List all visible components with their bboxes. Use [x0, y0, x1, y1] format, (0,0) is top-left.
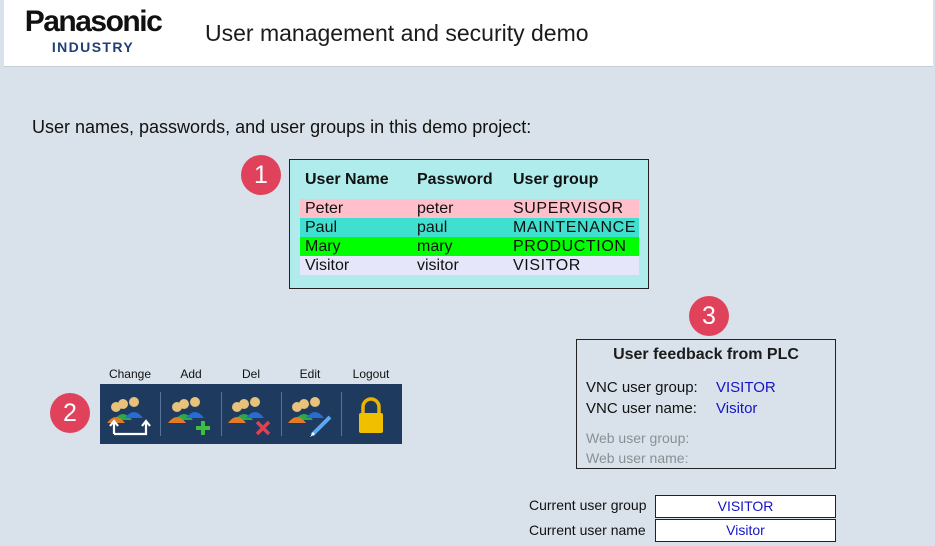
table-row: Mary mary PRODUCTION [300, 237, 639, 256]
logout-label: Logout [352, 367, 390, 381]
toolbar-separator [281, 392, 282, 436]
table-header: User Name Password User group [290, 170, 648, 190]
web-user-group-row: Web user group: [586, 430, 689, 447]
user-toolbar [100, 384, 402, 444]
cell-password: visitor [417, 257, 459, 274]
cell-user-name: Peter [305, 200, 344, 217]
cell-user-name: Paul [305, 219, 338, 236]
users-table: User Name Password User group Peter pete… [289, 159, 649, 289]
toolbar-separator [341, 392, 342, 436]
change-user-button[interactable] [101, 388, 159, 440]
delete-user-icon [228, 397, 271, 436]
current-user-group-field: VISITOR [655, 495, 836, 518]
toolbar-labels: Change Add Del Edit Logout [100, 367, 402, 383]
cell-user-group: PRODUCTION [513, 238, 627, 255]
plc-feedback-panel: User feedback from PLC VNC user group: V… [576, 339, 836, 469]
badge-3: 3 [689, 296, 729, 336]
badge-2: 2 [50, 393, 90, 433]
panasonic-logo: Panasonic INDUSTRY [13, 5, 173, 56]
logo-sub: INDUSTRY [51, 39, 135, 55]
vnc-user-name-row: VNC user name: Visitor [586, 400, 757, 417]
header-bar: Panasonic INDUSTRY User management and s… [4, 0, 933, 67]
badge-1: 1 [241, 155, 281, 195]
intro-text: User names, passwords, and user groups i… [32, 117, 532, 137]
add-user-button[interactable] [162, 388, 220, 440]
cell-user-group: MAINTENANCE [513, 219, 637, 236]
column-header-user-name: User Name [305, 171, 389, 188]
vnc-user-group-row: VNC user group: VISITOR [586, 379, 776, 396]
table-row: Peter peter SUPERVISOR [300, 199, 639, 218]
delete-user-button[interactable] [222, 388, 280, 440]
add-user-icon [168, 397, 210, 435]
vnc-user-name-label: VNC user name: [586, 400, 697, 417]
page-title: User management and security demo [205, 20, 589, 46]
add-label: Add [180, 367, 202, 381]
cell-password: peter [417, 200, 454, 217]
vnc-user-group-value: VISITOR [716, 379, 776, 396]
web-user-name-row: Web user name: [586, 450, 688, 467]
vnc-user-group-label: VNC user group: [586, 379, 698, 396]
logo-brand: Panasonic [24, 5, 163, 38]
column-header-user-group: User group [513, 171, 599, 188]
cell-user-name: Mary [305, 238, 341, 255]
table-row: Paul paul MAINTENANCE [300, 218, 639, 237]
column-header-password: Password [417, 171, 493, 188]
cell-password: mary [417, 238, 453, 255]
edit-label: Edit [299, 367, 321, 381]
table-row: Visitor visitor VISITOR [300, 256, 639, 275]
edit-user-icon [288, 397, 332, 437]
toolbar-separator [160, 392, 161, 436]
cell-user-group: SUPERVISOR [513, 200, 624, 217]
current-user-group-label: Current user group [529, 497, 647, 513]
feedback-title: User feedback from PLC [613, 346, 799, 363]
lock-icon [359, 397, 383, 433]
web-user-group-label: Web user group: [586, 430, 690, 446]
current-user-name-field: Visitor [655, 519, 836, 542]
cell-user-name: Visitor [305, 257, 350, 274]
vnc-user-name-value: Visitor [716, 400, 758, 417]
change-user-icon [107, 397, 151, 436]
cell-password: paul [417, 219, 448, 236]
cell-user-group: VISITOR [513, 257, 581, 274]
change-label: Change [108, 367, 152, 381]
current-user-name-label: Current user name [529, 522, 646, 538]
logout-button[interactable] [342, 388, 400, 440]
toolbar-separator [221, 392, 222, 436]
del-label: Del [241, 367, 260, 381]
web-user-name-label: Web user name: [586, 450, 689, 466]
edit-user-button[interactable] [282, 388, 340, 440]
